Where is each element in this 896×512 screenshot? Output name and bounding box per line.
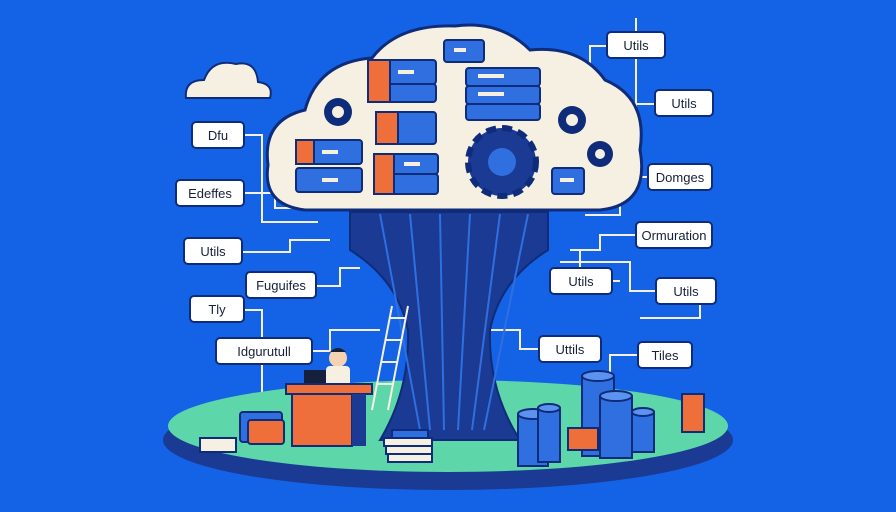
label-tly: Tly <box>189 295 245 323</box>
svg-text:Uttils: Uttils <box>556 342 585 357</box>
svg-text:Utils: Utils <box>568 274 594 289</box>
svg-text:Ormuration: Ormuration <box>641 228 706 243</box>
svg-text:Utils: Utils <box>673 284 699 299</box>
label-utils-far-right: Utils <box>655 277 717 305</box>
laptop-icon <box>304 370 326 386</box>
gear-icon <box>324 98 352 126</box>
label-ormuration: Ormuration <box>635 221 713 249</box>
label-utils-left: Utils <box>183 237 243 265</box>
folder-stack-top <box>367 59 437 103</box>
orange-box <box>567 427 599 451</box>
svg-text:Edeffes: Edeffes <box>188 186 232 201</box>
label-idgurutull: Idgurutull <box>215 337 313 365</box>
folder-stack-left <box>295 139 363 193</box>
database-icon <box>631 407 655 453</box>
svg-text:Utils: Utils <box>671 96 697 111</box>
orange-barrel <box>681 393 705 433</box>
label-uttils-center-right: Uttils <box>538 335 602 363</box>
label-dfu: Dfu <box>191 121 245 149</box>
database-icon <box>537 403 561 463</box>
svg-text:Idgurutull: Idgurutull <box>237 344 291 359</box>
folder-small-right <box>551 167 585 195</box>
svg-text:Tiles: Tiles <box>652 348 679 363</box>
svg-text:Fuguifes: Fuguifes <box>256 278 306 293</box>
tree-trunk <box>349 211 549 441</box>
svg-text:Utils: Utils <box>200 244 226 259</box>
folder-icon <box>239 411 285 445</box>
svg-text:Domges: Domges <box>656 170 705 185</box>
label-domges: Domges <box>647 163 713 191</box>
svg-text:Tly: Tly <box>208 302 226 317</box>
label-utils-top-right: Utils <box>606 31 666 59</box>
desk-icon <box>285 383 373 447</box>
folder-stack-center <box>373 111 439 195</box>
folder-stack-right <box>465 67 541 121</box>
gear-icon <box>587 141 613 167</box>
svg-text:Utils: Utils <box>623 38 649 53</box>
database-icon <box>599 390 633 459</box>
books-icon <box>199 429 433 463</box>
svg-text:Dfu: Dfu <box>208 128 228 143</box>
gear-icon <box>558 106 586 134</box>
label-edeffes: Edeffes <box>175 179 245 207</box>
label-utils-mid-right: Utils <box>549 267 613 295</box>
ladder-icon <box>371 305 409 411</box>
label-utils-right-2: Utils <box>654 89 714 117</box>
label-fuguifes: Fuguifes <box>245 271 317 299</box>
folder-small-top <box>443 39 485 63</box>
small-cloud-icon <box>184 61 272 99</box>
gear-icon <box>465 125 539 199</box>
label-tiles: Tiles <box>637 341 693 369</box>
